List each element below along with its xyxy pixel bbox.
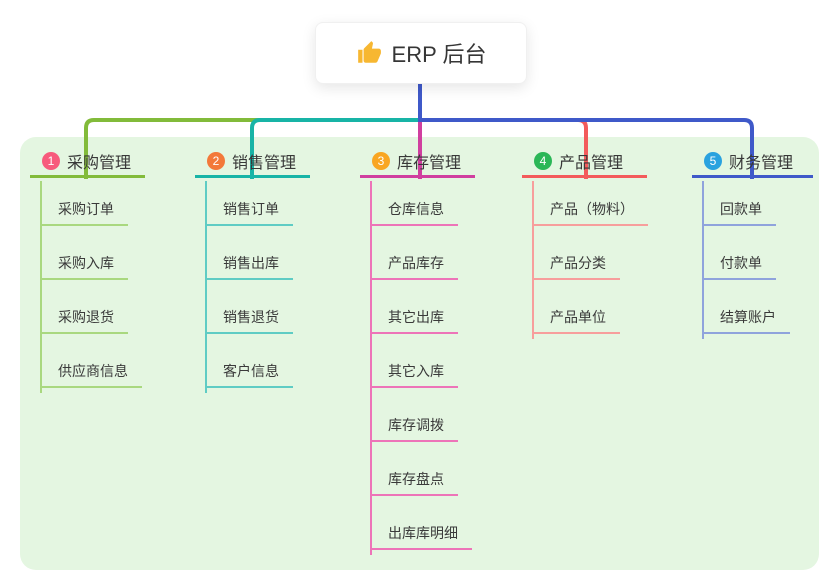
branch-rail — [205, 181, 207, 393]
branch-title[interactable]: 2 销售管理 — [195, 146, 310, 178]
child-row: 回款单 — [692, 178, 813, 226]
branch-number-badge: 5 — [704, 151, 722, 170]
branch-4: 4 产品管理产品（物料） 产品分类产品单位 — [522, 146, 648, 339]
child-node[interactable]: 其它入库 — [370, 361, 458, 388]
branch-title-label: 库存管理 — [397, 154, 462, 172]
child-node[interactable]: 产品（物料） — [532, 199, 648, 226]
branch-rail — [370, 181, 372, 555]
child-node[interactable]: 客户信息 — [205, 361, 293, 388]
child-node[interactable]: 库存盘点 — [370, 469, 458, 496]
child-row: 销售退货 — [195, 280, 310, 334]
branch-2: 2 销售管理销售订单销售出库销售退货客户信息 — [195, 146, 310, 393]
branch-title[interactable]: 4 产品管理 — [522, 146, 647, 178]
child-row: 库存调拨 — [360, 388, 475, 442]
branch-title[interactable]: 5 财务管理 — [692, 146, 813, 178]
child-row: 产品单位 — [522, 280, 647, 334]
child-node[interactable]: 采购入库 — [40, 253, 128, 280]
child-row: 销售出库 — [195, 226, 310, 280]
child-row: 结算账户 — [692, 280, 813, 334]
child-node[interactable]: 仓库信息 — [370, 199, 458, 226]
branch-title-label: 财务管理 — [729, 154, 794, 172]
branch-title-label: 产品管理 — [559, 154, 624, 172]
child-row: 客户信息 — [195, 334, 310, 388]
child-node[interactable]: 销售退货 — [205, 307, 293, 334]
child-node[interactable]: 其它出库 — [370, 307, 458, 334]
child-node[interactable]: 回款单 — [702, 199, 776, 226]
child-node[interactable]: 采购退货 — [40, 307, 128, 334]
root-label: ERP 后台 — [391, 42, 487, 67]
child-row: 其它出库 — [360, 280, 475, 334]
branch-number-badge: 2 — [207, 151, 225, 170]
child-row: 采购订单 — [30, 178, 145, 226]
branch-rail — [532, 181, 534, 339]
branch-1: 1 采购管理采购订单采购入库采购退货供应商信息 — [30, 146, 145, 393]
child-row: 其它入库 — [360, 334, 475, 388]
branch-5: 5 财务管理回款单付款单结算账户 — [692, 146, 813, 339]
child-row: 采购退货 — [30, 280, 145, 334]
child-row: 付款单 — [692, 226, 813, 280]
child-node[interactable]: 产品库存 — [370, 253, 458, 280]
branch-rail — [40, 181, 42, 393]
child-node[interactable]: 结算账户 — [702, 307, 790, 334]
child-row: 产品（物料） — [522, 178, 648, 226]
child-row: 采购入库 — [30, 226, 145, 280]
root-node[interactable]: ERP 后台 — [315, 22, 527, 84]
child-row: 供应商信息 — [30, 334, 145, 388]
child-row: 仓库信息 — [360, 178, 475, 226]
branch-3: 3 库存管理仓库信息产品库存其它出库其它入库库存调拨库存盘点出库库明细 — [360, 146, 475, 555]
branches-panel — [20, 137, 819, 570]
branch-title-label: 采购管理 — [67, 154, 132, 172]
branch-number-badge: 4 — [534, 151, 552, 170]
child-row: 产品库存 — [360, 226, 475, 280]
child-node[interactable]: 库存调拨 — [370, 415, 458, 442]
child-row: 库存盘点 — [360, 442, 475, 496]
branch-title-label: 销售管理 — [232, 154, 297, 172]
child-node[interactable]: 出库库明细 — [370, 523, 472, 550]
branch-title[interactable]: 3 库存管理 — [360, 146, 475, 178]
child-row: 出库库明细 — [360, 496, 475, 550]
child-node[interactable]: 采购订单 — [40, 199, 128, 226]
child-node[interactable]: 产品分类 — [532, 253, 620, 280]
thumbs-up-icon — [356, 40, 382, 66]
branch-title[interactable]: 1 采购管理 — [30, 146, 145, 178]
child-node[interactable]: 产品单位 — [532, 307, 620, 334]
child-node[interactable]: 销售出库 — [205, 253, 293, 280]
child-row: 产品分类 — [522, 226, 647, 280]
child-node[interactable]: 供应商信息 — [40, 361, 142, 388]
child-node[interactable]: 销售订单 — [205, 199, 293, 226]
child-row: 销售订单 — [195, 178, 310, 226]
branch-rail — [702, 181, 704, 339]
branch-number-badge: 3 — [372, 151, 390, 170]
child-node[interactable]: 付款单 — [702, 253, 776, 280]
branch-number-badge: 1 — [42, 151, 60, 170]
